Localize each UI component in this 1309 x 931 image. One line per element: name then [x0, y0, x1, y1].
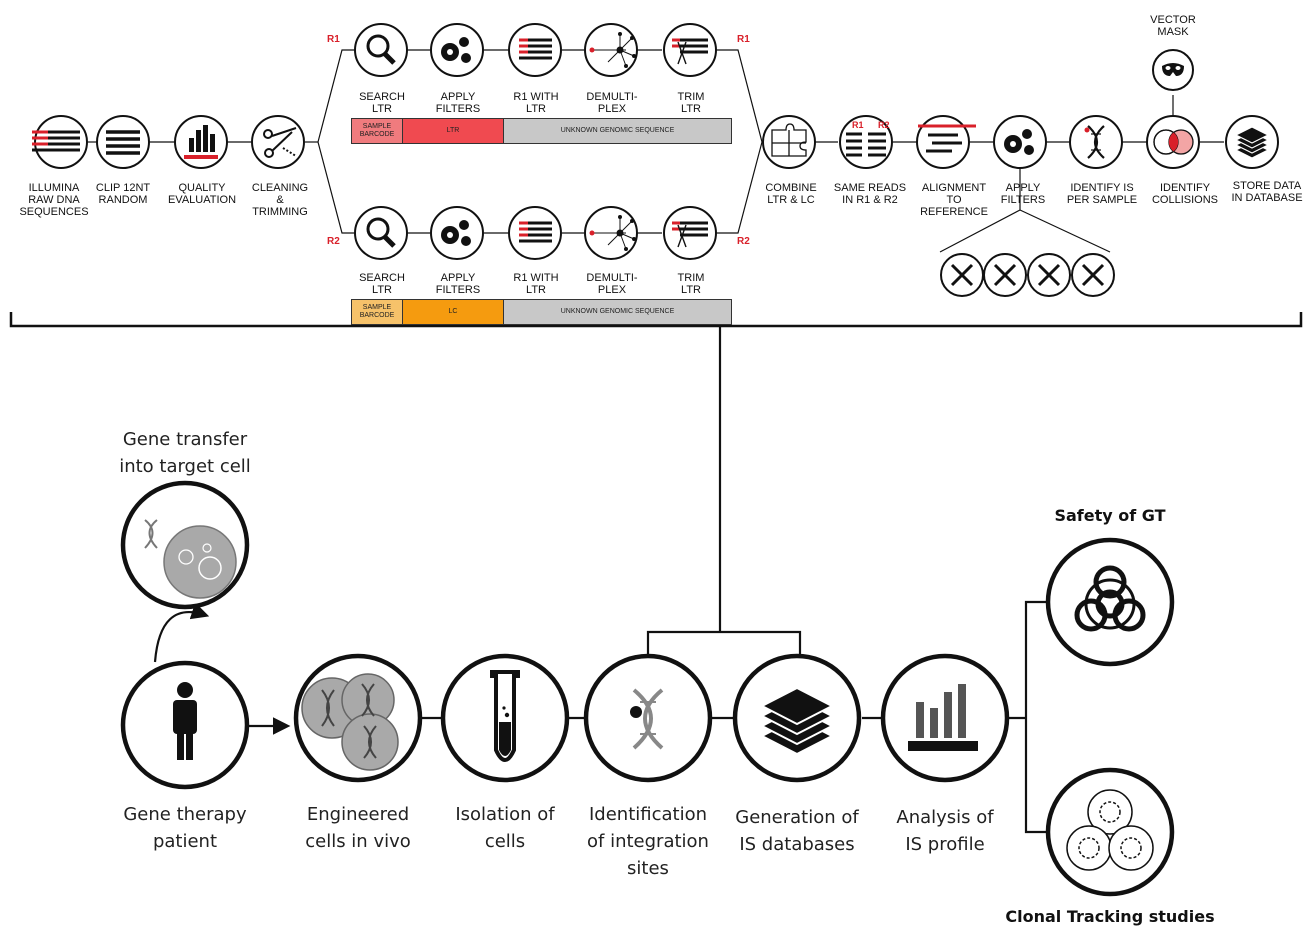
r1-step-apply-filters: APPLY FILTERS	[435, 91, 481, 115]
alignment-icon	[918, 124, 976, 153]
magnifier-icon	[366, 34, 396, 65]
reads-icon	[519, 38, 552, 60]
r1-genomic-segment: UNKNOWN GENOMIC SEQUENCE	[504, 119, 731, 143]
label-cleaning: CLEANING & TRIMMING	[251, 182, 309, 218]
reads-icon	[519, 221, 552, 243]
dna-icon	[1084, 125, 1105, 159]
bracket	[9, 312, 1303, 328]
label-identify-is: IDENTIFY IS PER SAMPLE	[1066, 182, 1138, 206]
reads-icon	[846, 132, 886, 157]
gears-icon	[1004, 129, 1034, 155]
demultiplex-icon	[589, 215, 636, 251]
biohazard-icon	[1074, 565, 1146, 632]
step-isolation-of-cells: Isolation of cells	[455, 804, 555, 852]
cell-icon	[144, 519, 237, 599]
outcome-clonal-tracking: Clonal Tracking studies	[1005, 907, 1215, 926]
label-gene-transfer: Gene transfer into target cell	[119, 429, 251, 477]
trim-icon	[672, 38, 708, 65]
person-icon	[173, 682, 197, 760]
engineered-cells-icon	[301, 673, 399, 771]
r1-tag-right: R1	[737, 34, 750, 45]
layers-icon	[759, 686, 835, 756]
trim-icon	[672, 221, 708, 248]
label-identify-collisions: IDENTIFY COLLISIONS	[1151, 182, 1219, 206]
r2-step-search-ltr: SEARCH LTR	[359, 272, 405, 296]
r2-step-trim-ltr: TRIM LTR	[677, 272, 705, 296]
r2-step-apply-filters: APPLY FILTERS	[435, 272, 481, 296]
tools-icon	[950, 263, 1105, 287]
demultiplex-icon	[589, 32, 636, 68]
r2-tag-right: R2	[737, 236, 750, 247]
r2-tag-left: R2	[327, 236, 340, 247]
r2-step-r1-with-ltr: R1 WITH LTR	[513, 272, 559, 296]
cells-icon	[1066, 789, 1154, 871]
r1-ltr-segment: LTR	[403, 119, 504, 143]
magnifier-icon	[366, 217, 396, 248]
r1-step-trim-ltr: TRIM LTR	[677, 91, 705, 115]
same-reads-r2-tag: R2	[878, 120, 890, 130]
test-tube-icon	[490, 670, 520, 762]
venn-icon	[1153, 129, 1194, 155]
r1-tag-left: R1	[327, 34, 340, 45]
step-gene-therapy-patient: Gene therapy patient	[123, 804, 247, 852]
r2-sample-barcode: SAMPLE BARCODE	[352, 300, 403, 324]
layers-icon	[1234, 126, 1270, 159]
r1-read-bar: SAMPLE BARCODE LTR UNKNOWN GENOMIC SEQUE…	[351, 118, 732, 144]
step-engineered-cells: Engineered cells in vivo	[305, 804, 411, 852]
lines-icon	[106, 130, 140, 155]
mask-icon	[1162, 63, 1184, 76]
label-store-data: STORE DATA IN DATABASE	[1231, 180, 1303, 204]
outcome-safety: Safety of GT	[1054, 506, 1166, 525]
r1-sample-barcode: SAMPLE BARCODE	[352, 119, 403, 143]
label-alignment: ALIGNMENT TO REFERENCE	[920, 182, 988, 218]
step-analysis-of-is-profile: Analysis of IS profile	[896, 807, 994, 855]
r1-step-demultiplex: DEMULTI- PLEX	[586, 91, 638, 115]
reads-icon	[32, 130, 80, 152]
puzzle-icon	[771, 123, 807, 157]
bracket-stem	[646, 326, 802, 672]
gears-icon	[441, 37, 471, 63]
r2-read-bar: SAMPLE BARCODE LC UNKNOWN GENOMIC SEQUEN…	[351, 299, 732, 325]
r1-step-search-ltr: SEARCH LTR	[359, 91, 405, 115]
label-illumina: ILLUMINA RAW DNA SEQUENCES	[19, 182, 89, 218]
gears-icon	[441, 220, 471, 246]
label-combine: COMBINE LTR & LC	[765, 182, 817, 206]
label-apply-filters: APPLY FILTERS	[1000, 182, 1046, 206]
workflow-connectors	[153, 600, 1046, 834]
label-same-reads: SAME READS IN R1 & R2	[833, 182, 907, 206]
r2-step-demultiplex: DEMULTI- PLEX	[586, 272, 638, 296]
pipeline-circles	[34, 23, 1279, 297]
label-quality: QUALITY EVALUATION	[167, 182, 237, 206]
label-clip: CLIP 12NT RANDOM	[95, 182, 151, 206]
bar-chart-icon	[184, 125, 218, 159]
bar-chart-icon	[908, 684, 978, 751]
r2-genomic-segment: UNKNOWN GENOMIC SEQUENCE	[504, 300, 731, 324]
step-generation-of-is-databases: Generation of IS databases	[735, 807, 859, 855]
step-identification-of-is: Identification of integration sites	[587, 804, 709, 879]
scissors-icon	[263, 127, 297, 158]
pipeline-connectors	[87, 49, 1224, 276]
dna-icon	[630, 688, 664, 750]
r1-step-r1-with-ltr: R1 WITH LTR	[513, 91, 559, 115]
same-reads-r1-tag: R1	[852, 120, 864, 130]
r2-lc-segment: LC	[403, 300, 504, 324]
label-vector-mask: VECTOR MASK	[1150, 14, 1196, 38]
